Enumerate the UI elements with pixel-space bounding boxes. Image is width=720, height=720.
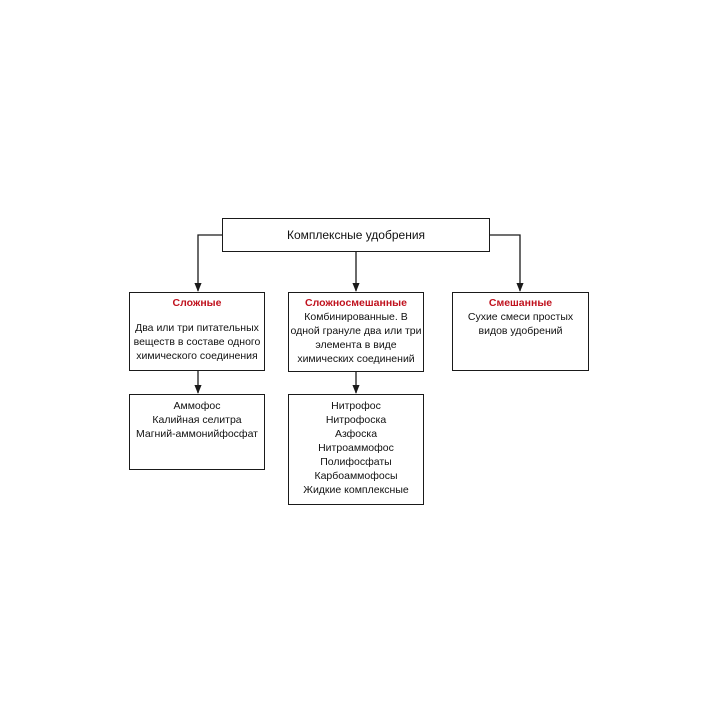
example-item: Магний-аммонийфосфат — [136, 428, 258, 440]
example-item: Азфоска — [334, 428, 378, 440]
example-item: Нитроаммофос — [318, 442, 394, 454]
category-title-complex-mixed: Сложносмешанные — [305, 297, 407, 309]
examples-node-complex: Аммофос Калийная селитра Магний-аммонийф… — [129, 394, 265, 470]
category-description-complex-mixed: Комбинированные. В одной грануле два или… — [290, 311, 422, 365]
examples-node-complex-mixed: Нитрофос Нитрофоска Азфоска Нитроаммофос… — [288, 394, 424, 505]
category-description-complex: Два или три питательных веществ в состав… — [133, 322, 261, 362]
example-item: Жидкие комплексные — [303, 484, 409, 496]
example-item: Нитрофос — [331, 400, 381, 412]
category-node-mixed: Смешанные Сухие смеси простых видов удоб… — [452, 292, 589, 371]
category-node-complex-mixed: Сложносмешанные Комбинированные. В одной… — [288, 292, 424, 372]
example-item: Нитрофоска — [325, 414, 387, 426]
root-node: Комплексные удобрения — [222, 218, 490, 252]
connector-root-to-simple — [490, 234, 524, 292]
example-item: Аммофос — [173, 400, 221, 412]
root-label: Комплексные удобрения — [286, 228, 426, 242]
example-item: Карбоаммофосы — [314, 470, 398, 482]
category-node-complex: Сложные Два или три питательных веществ … — [129, 292, 265, 371]
category-title-complex: Сложные — [172, 297, 222, 309]
category-description-mixed: Сухие смеси простых видов удобрений — [467, 311, 574, 337]
example-item: Полифосфаты — [320, 456, 392, 468]
example-item: Калийная селитра — [152, 414, 242, 426]
connector-root-to-complex — [194, 234, 222, 292]
category-title-mixed: Смешанные — [488, 297, 553, 309]
